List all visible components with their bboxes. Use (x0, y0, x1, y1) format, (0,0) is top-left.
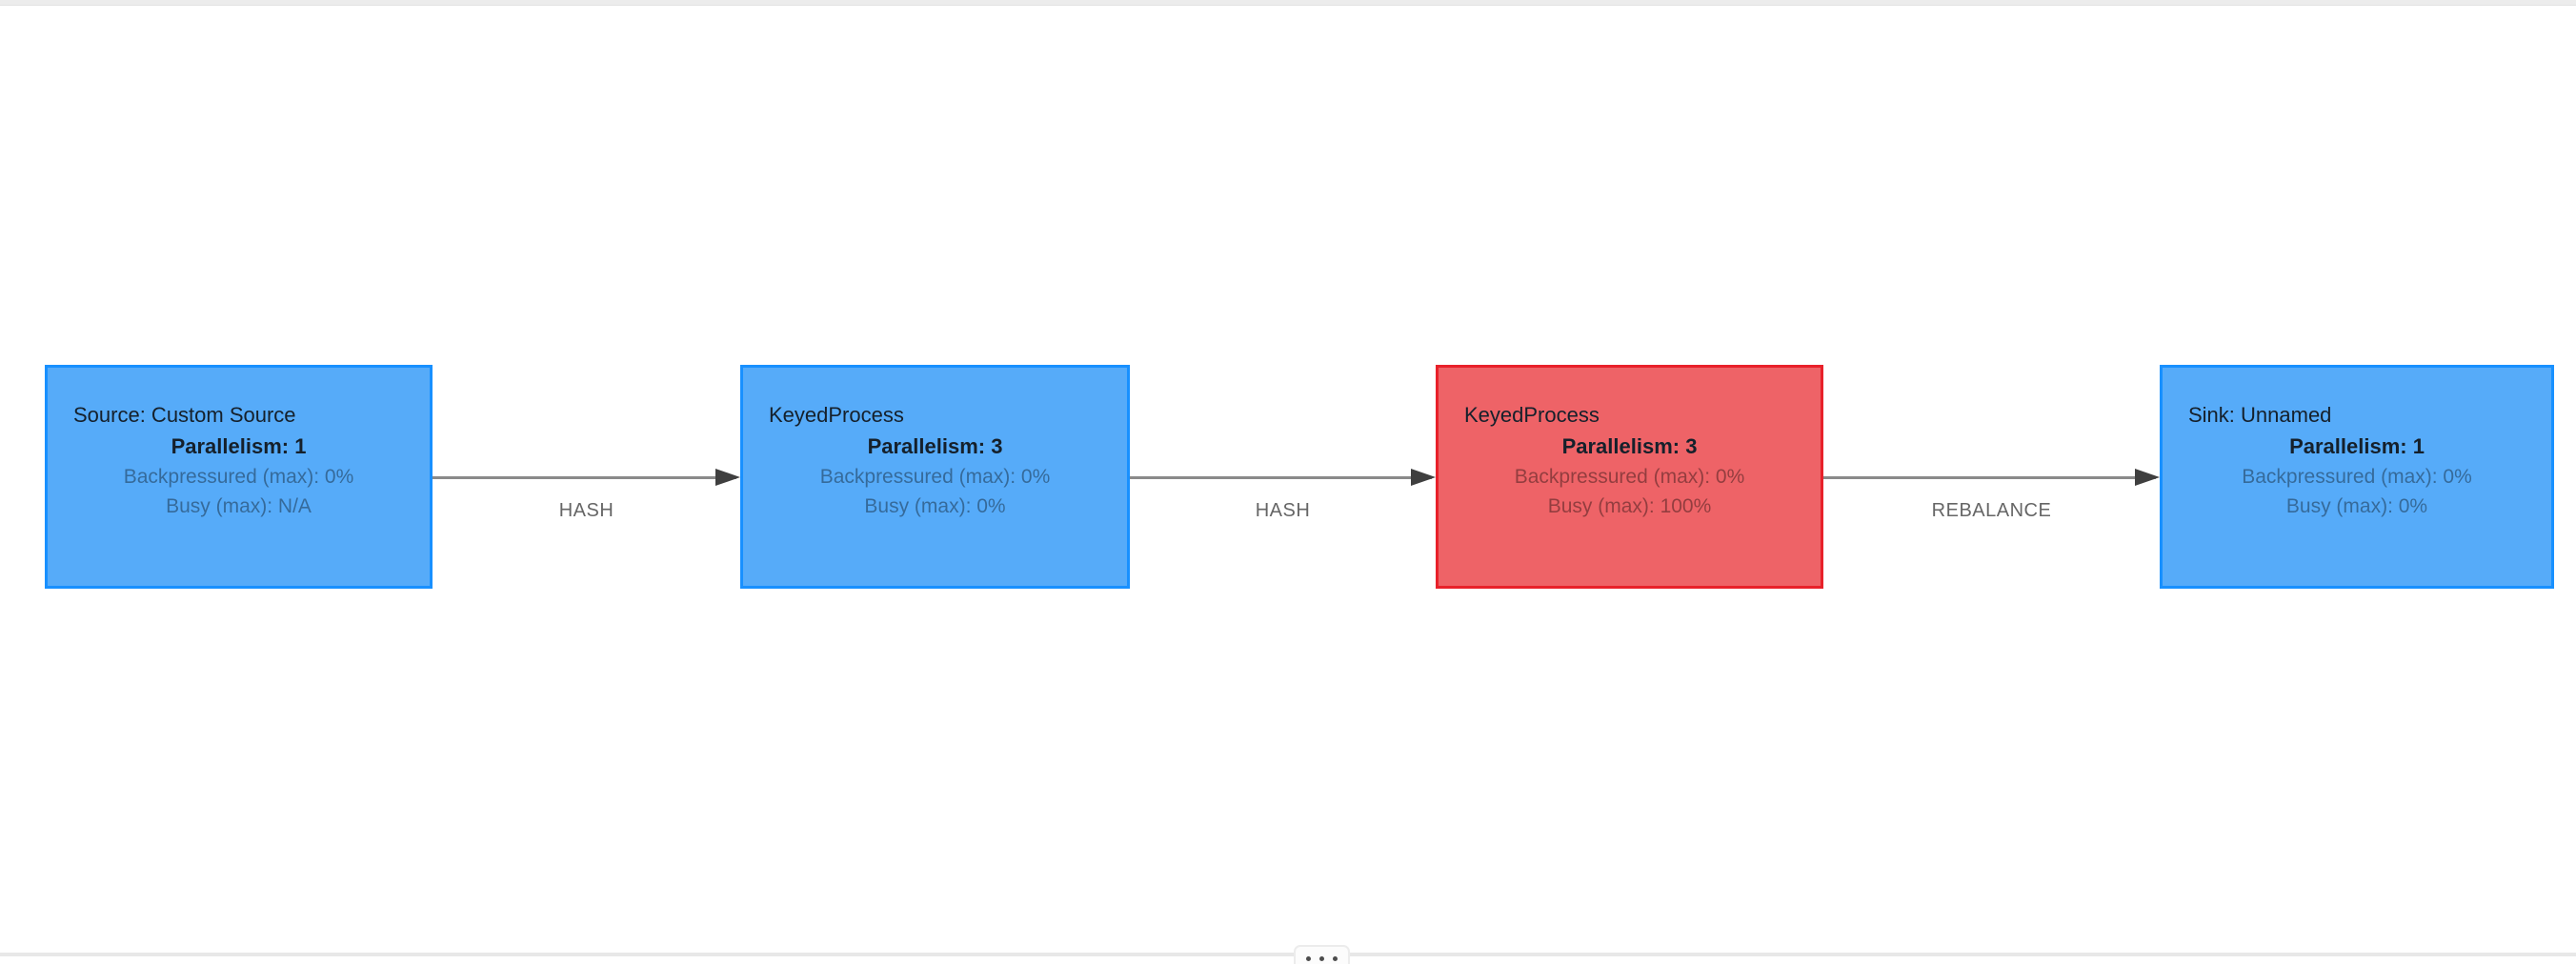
node-backpressured-metric: Backpressured (max): 0% (2242, 466, 2472, 488)
ellipsis-icon (1319, 956, 1324, 961)
job-node-sink[interactable]: Sink: Unnamed Parallelism: 1 Backpressur… (2160, 365, 2554, 589)
edge-line (433, 476, 736, 479)
node-busy-metric: Busy (max): 0% (2285, 495, 2428, 517)
node-busy-metric: Busy (max): 0% (864, 495, 1006, 517)
node-parallelism: Parallelism: 3 (1561, 434, 1698, 458)
edge-line (1130, 476, 1432, 479)
arrow-head-icon (2135, 469, 2160, 486)
node-parallelism: Parallelism: 3 (867, 434, 1003, 458)
edge-source-to-keyedprocess (433, 469, 740, 486)
job-node-source[interactable]: Source: Custom Source Parallelism: 1 Bac… (45, 365, 433, 589)
bottom-panel-divider (0, 953, 2576, 956)
top-divider (0, 0, 2576, 6)
edge-label-rebalance: REBALANCE (1931, 500, 2052, 521)
panel-resize-handle[interactable] (1294, 945, 1350, 964)
node-title: Sink: Unnamed (2188, 403, 2332, 427)
node-title: KeyedProcess (1464, 403, 1600, 427)
node-busy-metric: Busy (max): N/A (166, 495, 312, 517)
edge-keyedprocess2-to-sink (1823, 469, 2160, 486)
node-parallelism: Parallelism: 1 (171, 434, 307, 458)
edge-keyedprocess1-to-keyedprocess2 (1130, 469, 1436, 486)
job-node-keyedprocess-1[interactable]: KeyedProcess Parallelism: 3 Backpressure… (740, 365, 1130, 589)
node-backpressured-metric: Backpressured (max): 0% (123, 466, 354, 488)
node-parallelism: Parallelism: 1 (2289, 434, 2425, 458)
node-backpressured-metric: Backpressured (max): 0% (819, 466, 1051, 488)
node-backpressured-metric: Backpressured (max): 0% (1514, 466, 1745, 488)
node-title: Source: Custom Source (73, 403, 296, 427)
arrow-head-icon (715, 469, 740, 486)
ellipsis-icon (1306, 956, 1311, 961)
edge-line (1823, 476, 2156, 479)
edge-label-hash-1: HASH (558, 500, 614, 521)
edge-label-hash-2: HASH (1255, 500, 1311, 521)
node-busy-metric: Busy (max): 100% (1547, 495, 1712, 517)
ellipsis-icon (1333, 956, 1338, 961)
job-node-keyedprocess-2[interactable]: KeyedProcess Parallelism: 3 Backpressure… (1436, 365, 1823, 589)
arrow-head-icon (1411, 469, 1436, 486)
node-title: KeyedProcess (769, 403, 904, 427)
